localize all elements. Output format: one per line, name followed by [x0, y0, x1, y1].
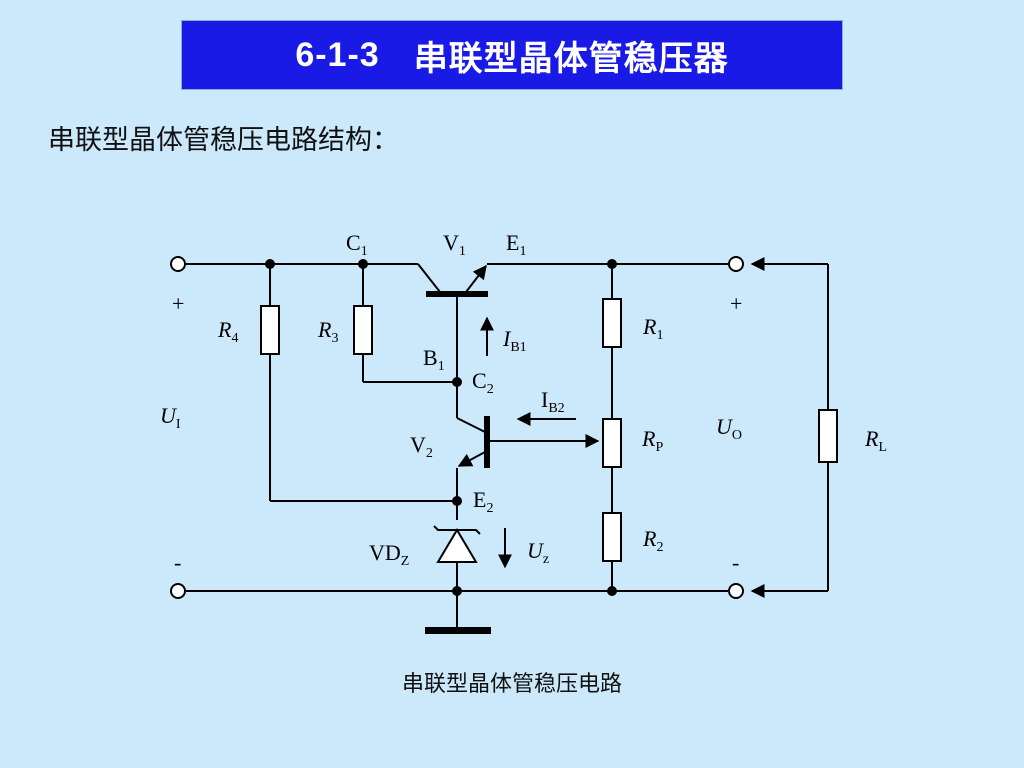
title-banner: 6-1-3 串联型晶体管稳压器 — [181, 20, 843, 90]
figure-caption: 串联型晶体管稳压电路 — [401, 672, 622, 697]
label-plus-out: + — [730, 291, 742, 316]
label-r4: R4 — [217, 317, 238, 346]
terminals — [170, 256, 744, 599]
label-ui: UI — [160, 403, 181, 432]
resistor-rl — [818, 409, 838, 463]
resistor-rp — [602, 418, 622, 468]
terminal-out-bottom — [728, 583, 744, 599]
title-text: 串联型晶体管稳压器 — [413, 38, 729, 79]
v1-emitter-arrow — [465, 264, 487, 293]
v2-emitter-arrow — [457, 451, 486, 467]
resistor-r2 — [602, 512, 622, 562]
label-c2: C2 — [472, 368, 494, 397]
resistor-r4 — [260, 305, 280, 355]
label-ib2: IB2 — [541, 387, 565, 416]
terminal-in-top — [170, 256, 186, 272]
section-heading: 串联型晶体管稳压电路结构： — [48, 125, 399, 156]
label-v1: V1 — [443, 230, 466, 259]
label-r1: R1 — [642, 314, 663, 343]
label-r2: R2 — [642, 526, 663, 555]
ground-bar — [425, 627, 491, 634]
label-c1: C1 — [346, 230, 368, 259]
wire-v1-collector — [417, 263, 441, 293]
label-e2: E2 — [473, 487, 493, 516]
terminal-in-bottom — [170, 583, 186, 599]
label-uo: UO — [716, 414, 742, 443]
v1-base-bar — [426, 291, 488, 297]
label-vdz: VDZ — [369, 540, 409, 569]
wires — [186, 257, 829, 630]
label-b1: B1 — [423, 345, 445, 374]
terminal-out-top — [728, 256, 744, 272]
label-rp: RP — [641, 426, 663, 455]
zener-diode-vdz — [433, 525, 481, 563]
resistor-r1 — [602, 298, 622, 348]
label-minus-out: - — [732, 550, 739, 575]
label-r3: R3 — [317, 317, 338, 346]
title-number: 6-1-3 — [295, 35, 380, 74]
label-ib1: IB1 — [502, 326, 527, 355]
label-uz: Uz — [527, 538, 549, 567]
label-plus-in: + — [172, 291, 184, 316]
label-e1: E1 — [506, 230, 526, 259]
resistor-r3 — [353, 305, 373, 355]
v2-base-bar — [484, 416, 490, 468]
label-rl: RL — [864, 426, 887, 455]
label-v2: V2 — [410, 432, 433, 461]
label-minus-in: - — [174, 550, 181, 575]
junction-dots — [265, 259, 617, 596]
